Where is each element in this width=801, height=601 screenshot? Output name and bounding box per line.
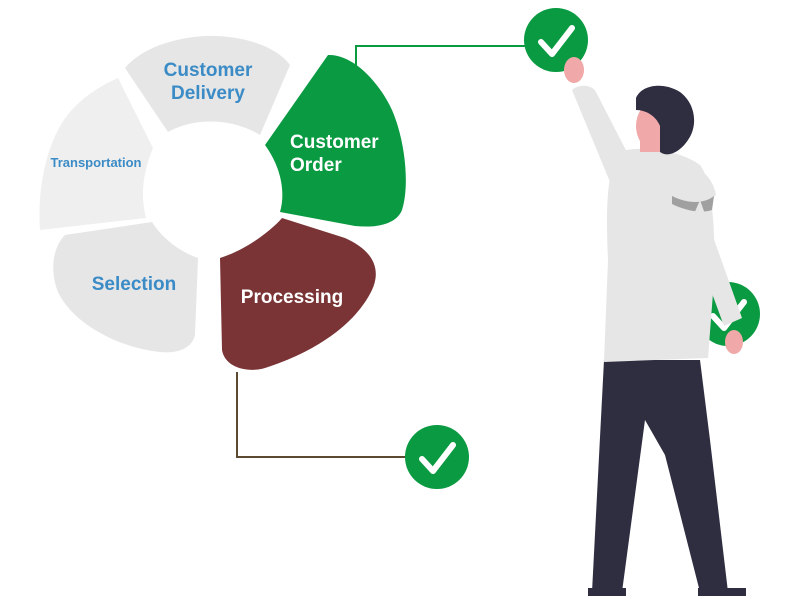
check-icon <box>524 8 588 72</box>
check-icon <box>405 425 469 489</box>
segment-processing: Processing <box>220 218 376 370</box>
segment-label-line: Processing <box>241 287 343 308</box>
segment-transportation: Transportation <box>39 78 153 230</box>
segment-label-line: Selection <box>92 274 176 295</box>
segment-label-selection: Selection <box>92 274 176 295</box>
order-connector-line <box>355 45 526 88</box>
segment-selection: Selection <box>53 222 199 353</box>
person-illustration <box>564 57 746 596</box>
segment-label-line: Customer <box>290 132 379 153</box>
processing-connector-line <box>236 372 410 458</box>
segment-label-line: Transportation <box>50 155 141 170</box>
segment-label-line: Delivery <box>171 83 245 104</box>
segment-label-line: Customer <box>164 60 253 81</box>
segment-label-transportation: Transportation <box>50 155 141 170</box>
segment-label-processing: Processing <box>241 287 343 308</box>
segment-label-line: Order <box>290 155 342 176</box>
